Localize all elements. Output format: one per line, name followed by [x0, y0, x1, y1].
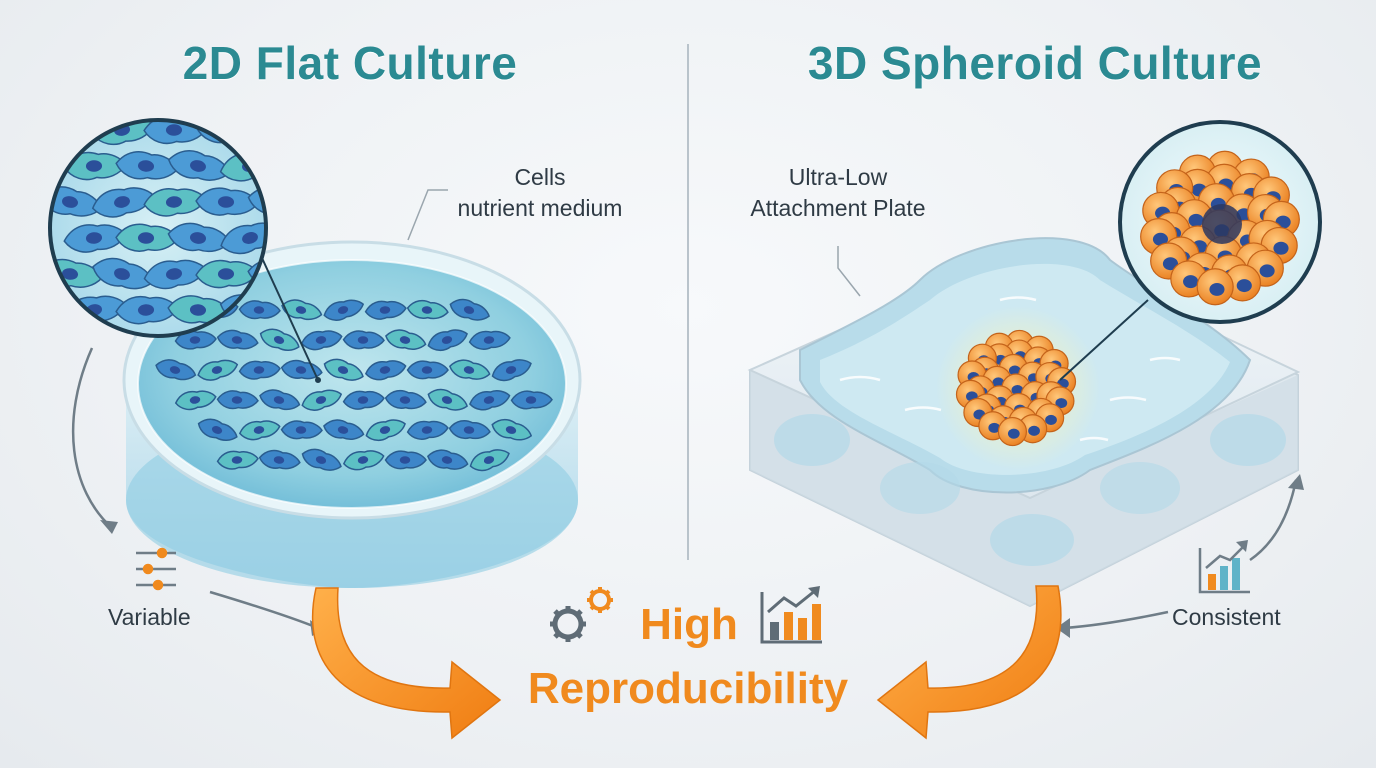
flat-cell	[385, 329, 427, 350]
center-label-reproducibility: Reproducibility	[527, 664, 849, 713]
flat-cell	[259, 389, 301, 411]
flat-cell	[174, 390, 217, 411]
flat-cell	[197, 418, 238, 441]
flat-cell	[281, 299, 323, 321]
gears-icon	[550, 587, 613, 642]
label-consistent: Consistent	[1172, 604, 1281, 630]
flat-cell	[427, 329, 468, 352]
spheroid-cell	[997, 416, 1028, 447]
flat-cell	[271, 150, 335, 181]
flat-cell	[301, 389, 343, 411]
flat-cell	[510, 390, 553, 410]
flat-cell	[216, 329, 259, 350]
title-2d-flat-culture: 2D Flat Culture	[182, 37, 518, 89]
zoom-circle-spheroid	[1118, 120, 1322, 324]
right-orange-arrow	[876, 585, 1062, 740]
flat-cell	[468, 330, 511, 350]
flat-cell	[323, 299, 365, 321]
sliders-icon	[136, 547, 176, 591]
flat-cell	[365, 419, 406, 442]
left-flow-arrow	[71, 347, 113, 529]
flat-cell	[406, 420, 449, 440]
flat-cell	[342, 330, 385, 350]
annotation-cells-medium: Cells nutrient medium	[420, 162, 660, 224]
flat-cell	[216, 450, 259, 470]
flat-cell	[469, 449, 510, 472]
flat-cell	[174, 330, 217, 350]
flat-cell	[155, 359, 197, 381]
leader-ula-plate	[837, 246, 861, 297]
flat-cell	[448, 419, 491, 440]
label-variable: Variable	[108, 604, 191, 630]
flat-cell	[449, 298, 490, 321]
flat-cell	[220, 222, 266, 255]
flat-cell	[216, 390, 259, 410]
right-flow-arrow	[1249, 479, 1298, 562]
flat-cell	[426, 449, 469, 470]
flat-cell	[258, 449, 301, 470]
flat-cell	[342, 450, 385, 471]
annotation-nutrient-medium: nutrient medium	[457, 195, 623, 221]
flat-cell	[115, 151, 179, 180]
spheroid-cell	[1196, 268, 1234, 306]
zoom-leader-right	[1059, 299, 1149, 381]
flat-cell	[238, 420, 281, 441]
flat-cell	[342, 390, 385, 410]
bar-chart-up-icon	[760, 586, 822, 644]
bar-chart-icon	[1198, 540, 1250, 594]
flat-cell	[384, 450, 427, 470]
zoom-leader-left	[261, 257, 319, 381]
leader-cells-medium	[407, 189, 448, 241]
flat-cell	[195, 187, 260, 216]
spheroid	[936, 306, 1100, 470]
flat-cell	[364, 300, 407, 320]
flat-cell	[323, 419, 365, 440]
flat-cell	[491, 359, 532, 382]
flat-cell	[301, 448, 342, 471]
flat-cell	[248, 120, 266, 146]
left-orange-arrow	[311, 587, 502, 740]
center-label-high: High	[640, 600, 738, 649]
flat-cell	[92, 257, 155, 290]
flat-cell	[280, 420, 323, 440]
flat-cell	[91, 187, 155, 218]
spheroid-core-center	[1202, 204, 1242, 244]
annotation-ula-plate: Ultra-Low Attachment Plate	[720, 162, 956, 224]
flat-cell	[491, 418, 533, 441]
flat-cell	[143, 188, 207, 217]
title-3d-spheroid-culture: 3D Spheroid Culture	[807, 37, 1263, 89]
annotation-ultra-low: Ultra-Low	[788, 164, 888, 190]
flat-cell	[406, 360, 449, 380]
flat-cell	[469, 390, 511, 411]
zoom-circle-cells	[48, 118, 335, 338]
flat-cell	[238, 300, 281, 320]
flat-cell	[197, 359, 239, 381]
flat-cell	[323, 358, 364, 381]
flat-cell	[364, 360, 407, 381]
flat-cell	[448, 359, 491, 380]
flat-cell	[300, 330, 343, 351]
flat-cell	[63, 224, 127, 253]
annotation-attachment-plate: Attachment Plate	[750, 195, 926, 221]
flat-cell	[238, 360, 281, 380]
flat-cell	[259, 328, 300, 351]
spheroid-cell	[1223, 264, 1262, 302]
annotation-cells: Cells	[514, 164, 566, 190]
flat-cell	[384, 389, 427, 410]
flat-cell	[406, 299, 449, 320]
flat-cell	[427, 388, 468, 411]
